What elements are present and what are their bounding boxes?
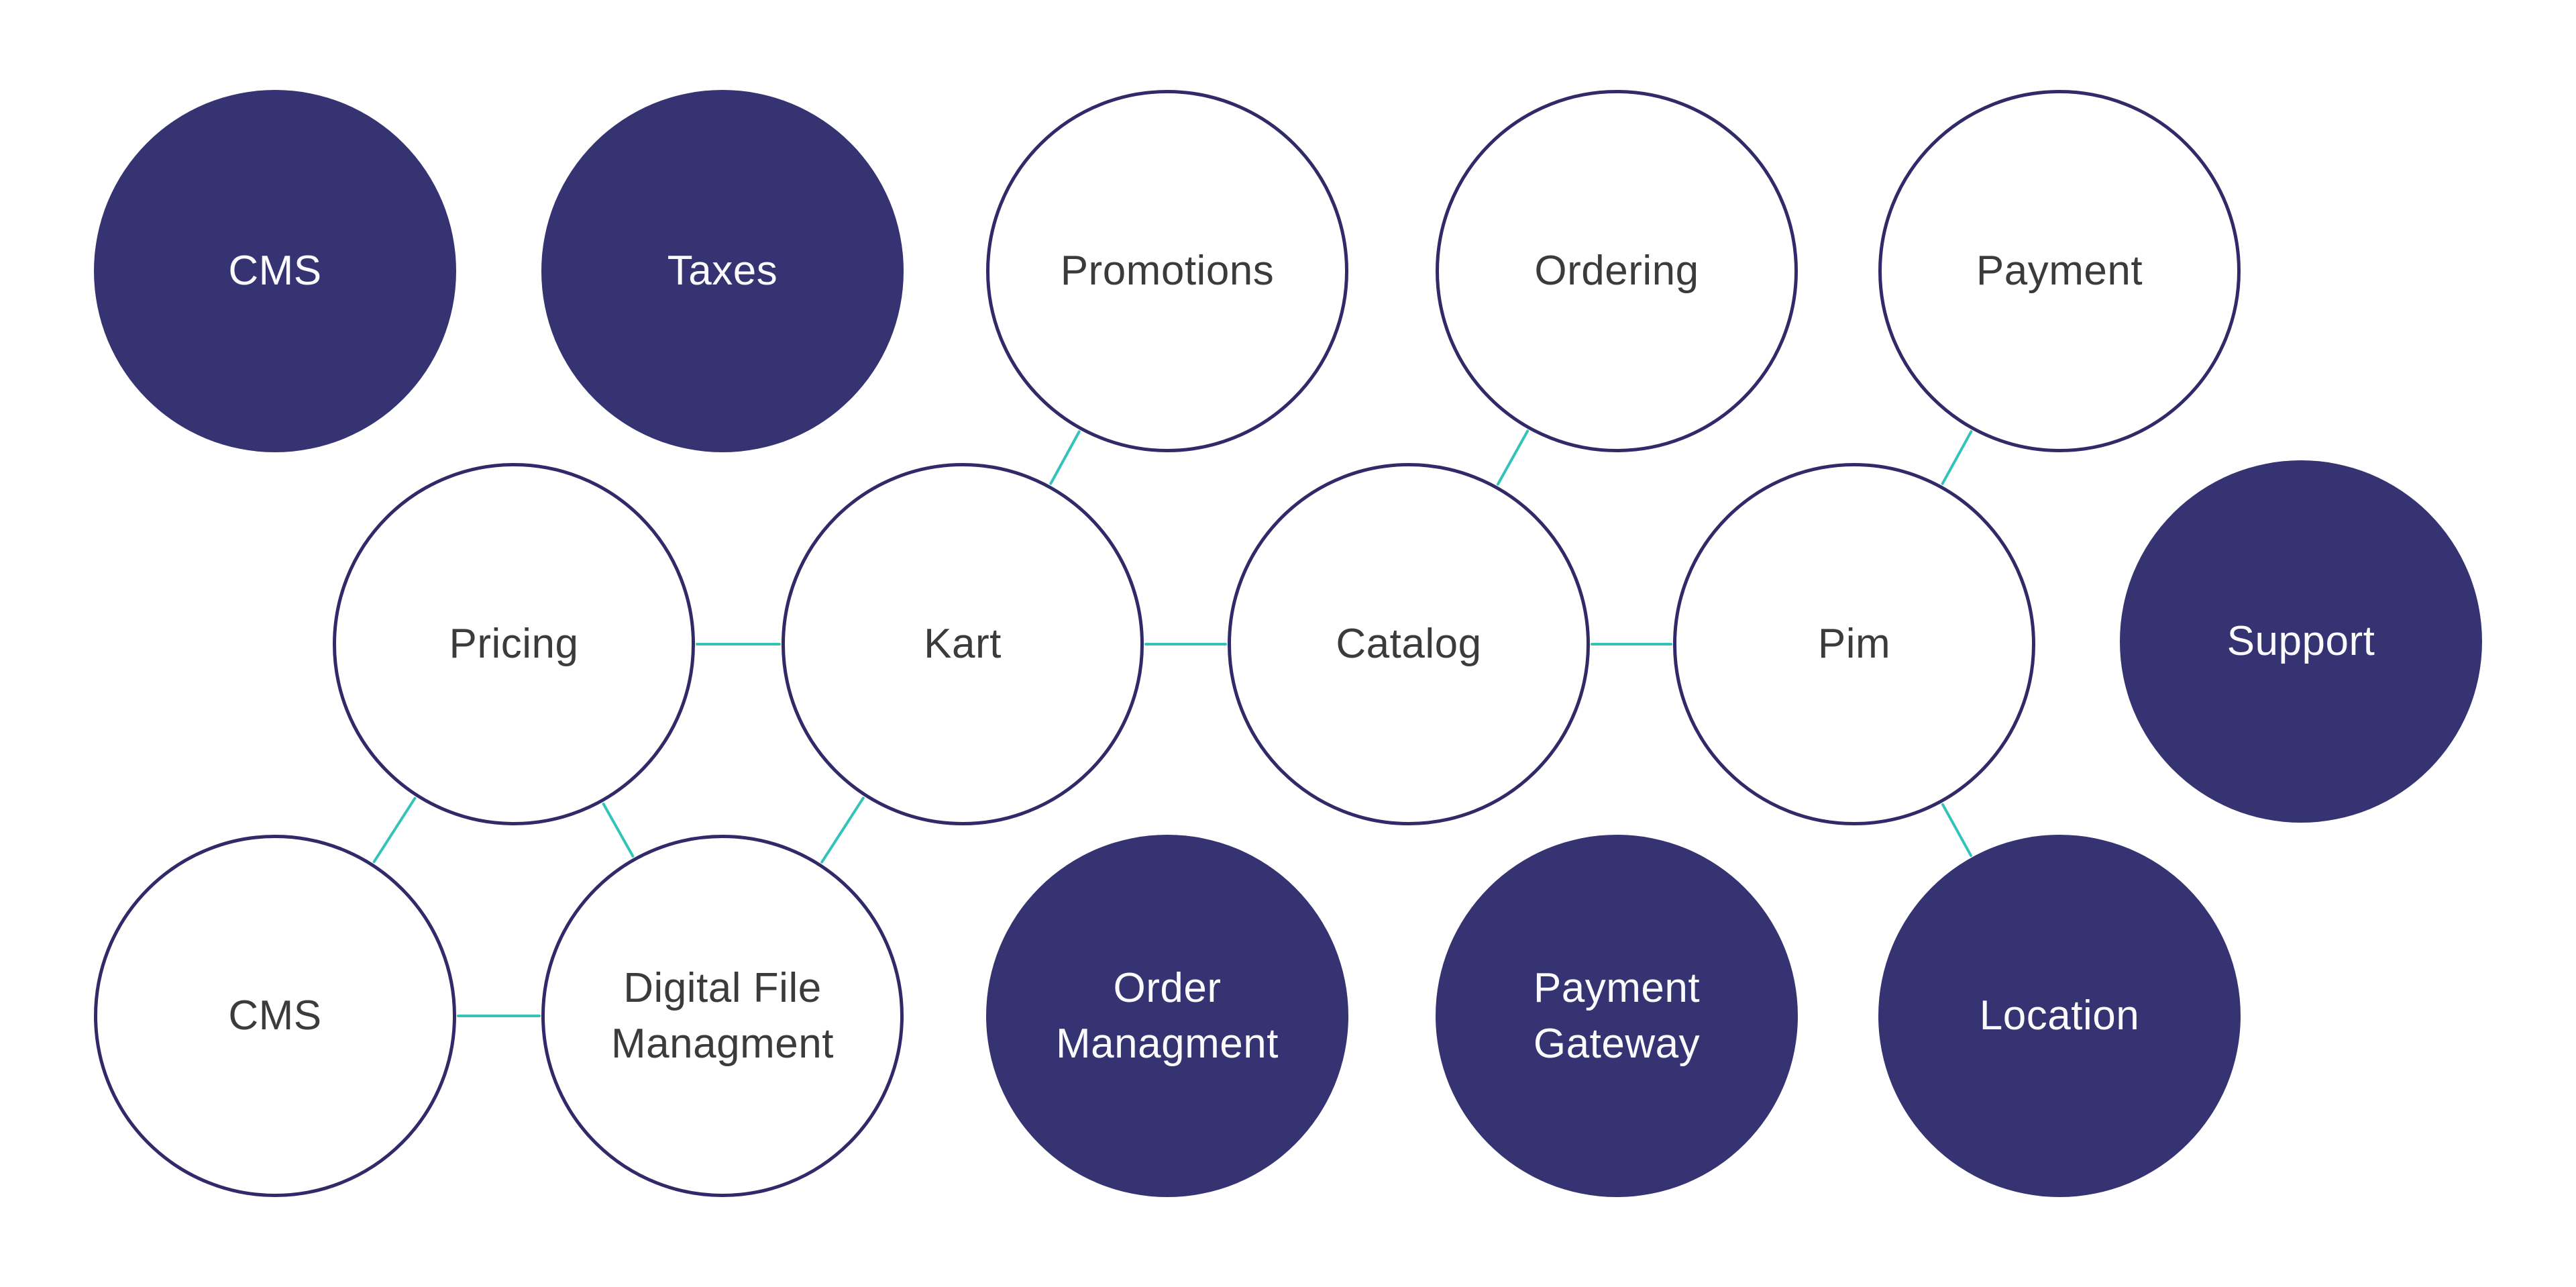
node-location: Location: [1878, 835, 2241, 1197]
node-label: Payment Gateway: [1533, 964, 1701, 1067]
node-digital-file-managment: Digital File Managment: [541, 835, 904, 1197]
edge-pricing-digital-file-managment: [602, 803, 635, 858]
node-pricing: Pricing: [333, 463, 695, 825]
node-label: Location: [1979, 992, 2140, 1039]
node-label: CMS: [228, 248, 322, 295]
node-payment-gateway: Payment Gateway: [1436, 835, 1798, 1197]
node-label: Promotions: [1060, 248, 1275, 295]
node-label: Ordering: [1534, 248, 1699, 295]
node-label: Order Managment: [1056, 964, 1279, 1067]
edge-promotions-kart: [1049, 430, 1081, 485]
node-kart: Kart: [782, 463, 1144, 825]
edge-pricing-cms-bottom: [372, 796, 417, 864]
edge-ordering-catalog: [1496, 429, 1529, 486]
edge-payment-pim: [1941, 430, 1973, 485]
node-ordering: Ordering: [1436, 90, 1798, 452]
node-pim: Pim: [1673, 463, 2035, 825]
node-label: Payment: [1976, 248, 2143, 295]
node-cms-top: CMS: [94, 90, 456, 452]
node-catalog: Catalog: [1228, 463, 1590, 825]
edge-pim-location: [1941, 803, 1972, 857]
node-promotions: Promotions: [986, 90, 1348, 452]
node-label: Pricing: [449, 621, 579, 668]
node-support: Support: [2120, 460, 2482, 823]
node-label: Kart: [924, 621, 1002, 668]
node-label: Taxes: [667, 248, 778, 295]
node-taxes: Taxes: [541, 90, 904, 452]
node-label: Pim: [1817, 621, 1891, 668]
edge-kart-digital-file-managment: [820, 796, 865, 864]
node-label: Catalog: [1336, 621, 1482, 668]
node-order-managment: Order Managment: [986, 835, 1348, 1197]
node-payment: Payment: [1878, 90, 2241, 452]
node-cms-bottom: CMS: [94, 835, 456, 1197]
node-label: Support: [2226, 618, 2375, 665]
node-label: CMS: [228, 992, 322, 1039]
node-label: Digital File Managment: [611, 964, 834, 1067]
